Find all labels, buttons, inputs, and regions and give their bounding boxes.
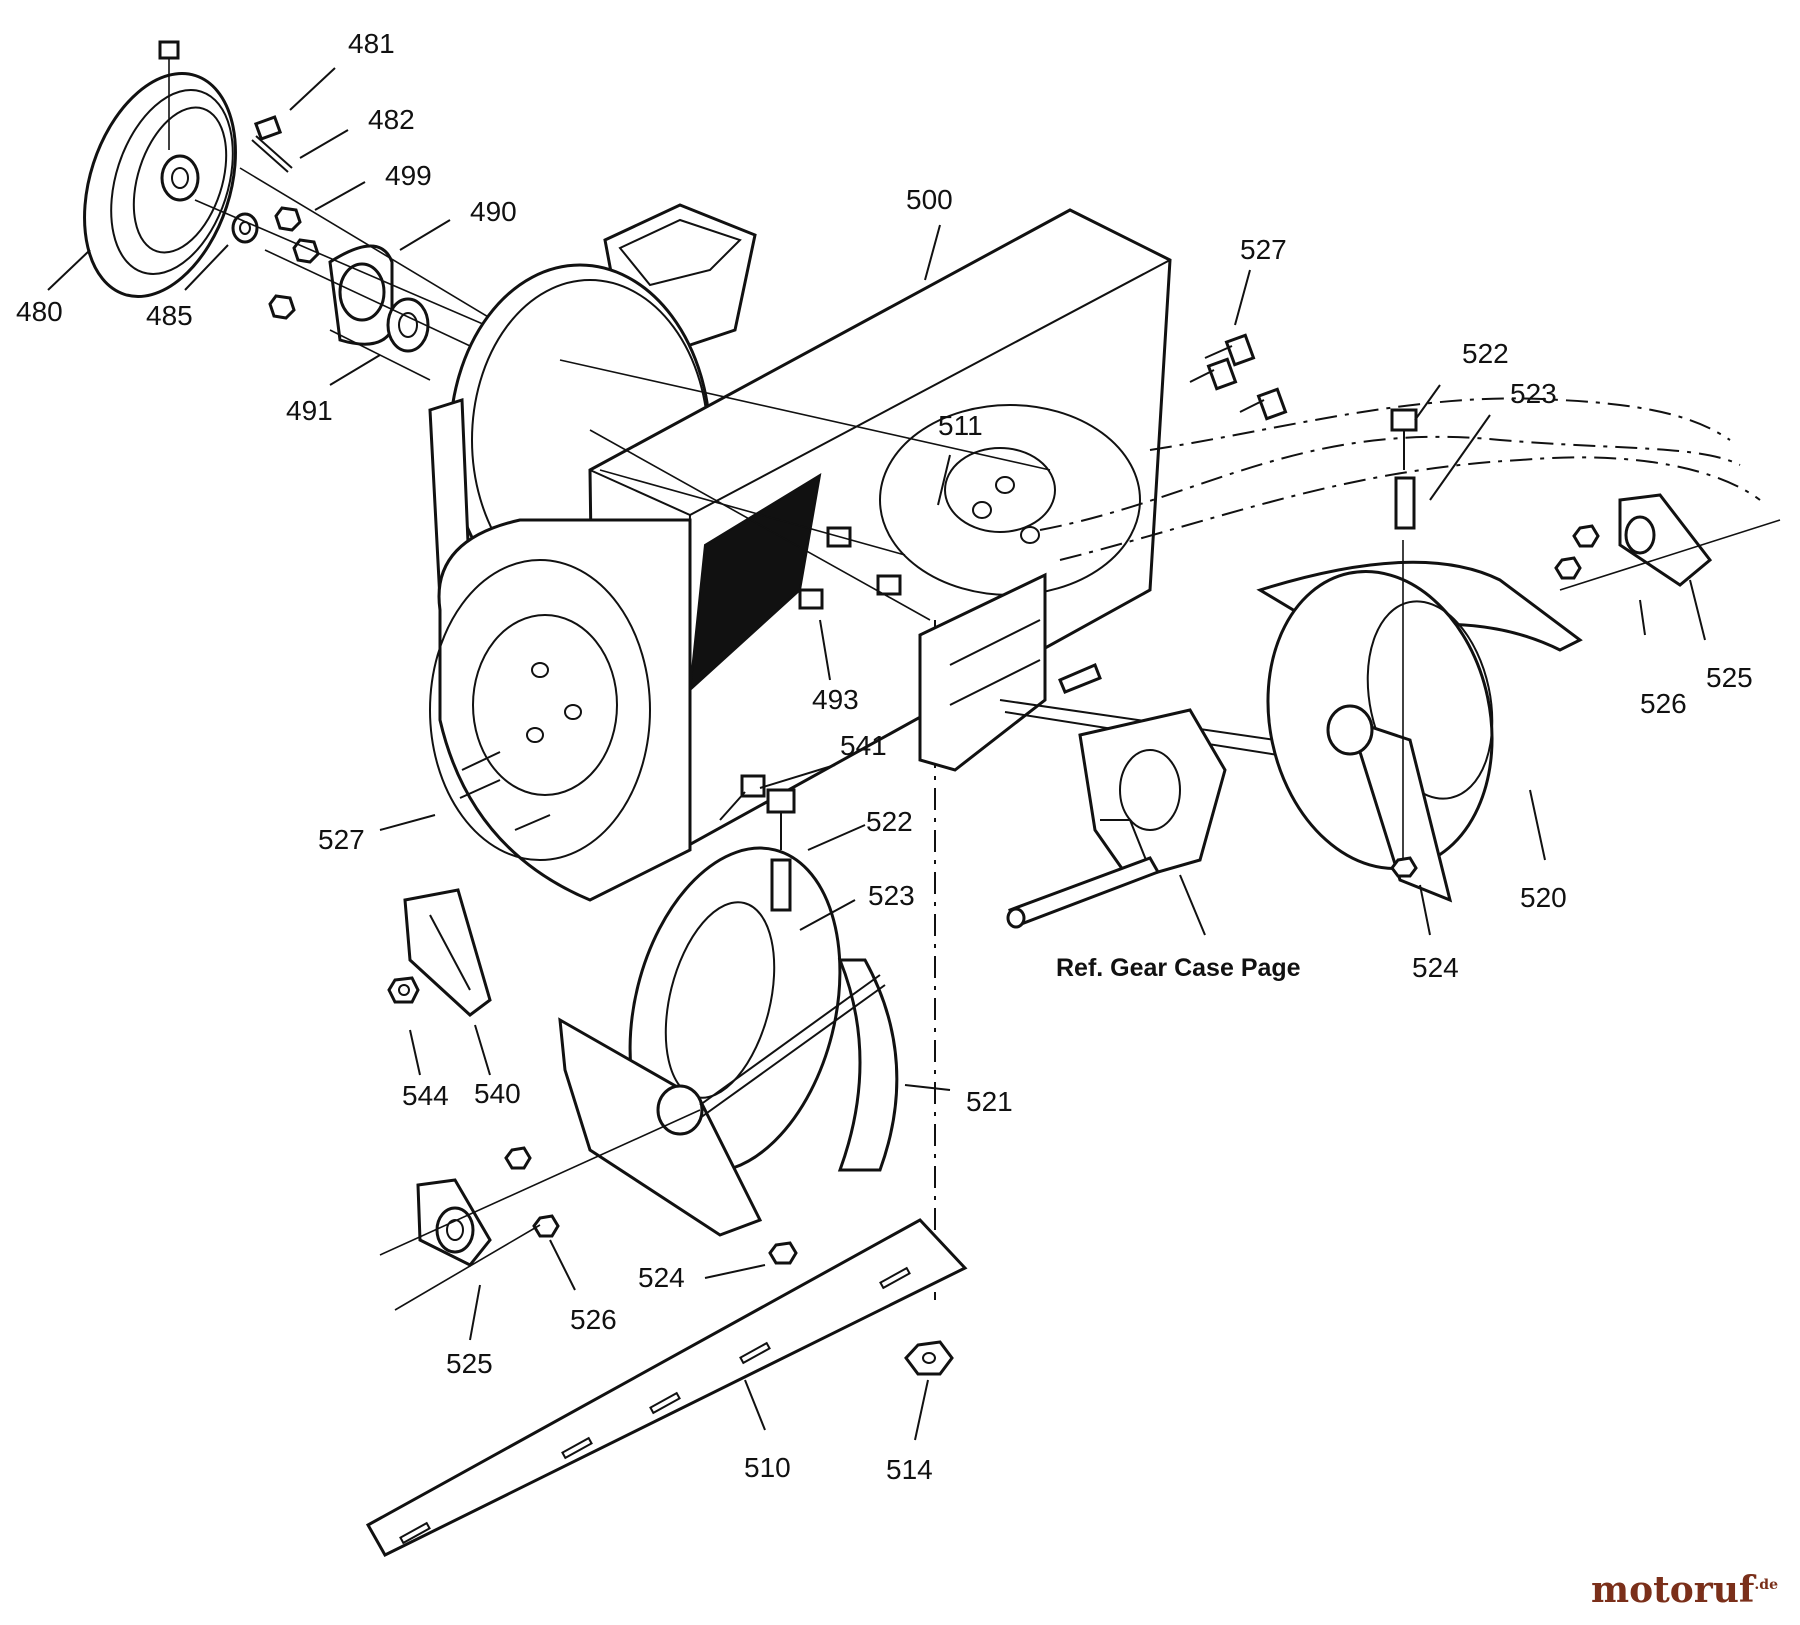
auger-icon xyxy=(1256,408,1583,903)
label-527-top: 527 xyxy=(1240,234,1287,265)
label-521: 521 xyxy=(966,1086,1013,1117)
shave-plate-icon xyxy=(365,1218,968,1557)
bearing-flange-icon xyxy=(379,1109,701,1311)
label-524-left: 524 xyxy=(638,1262,685,1293)
auger-housing-icon xyxy=(428,203,1172,902)
label-522-top: 522 xyxy=(1462,338,1509,369)
label-525-right: 525 xyxy=(1706,662,1753,693)
label-544: 544 xyxy=(402,1080,449,1111)
gear-case-reference-note: Ref. Gear Case Page xyxy=(1056,954,1301,982)
label-493: 493 xyxy=(812,684,859,715)
label-526-left: 526 xyxy=(570,1304,617,1335)
label-511: 511 xyxy=(938,410,983,441)
label-526-right: 526 xyxy=(1640,688,1687,719)
label-514: 514 xyxy=(886,1454,933,1485)
watermark-logo: motoruf.de xyxy=(1591,1569,1778,1611)
label-520: 520 xyxy=(1520,882,1567,913)
label-524-right: 524 xyxy=(1412,952,1459,983)
label-485: 485 xyxy=(146,300,193,331)
label-523-mid: 523 xyxy=(868,880,915,911)
label-540: 540 xyxy=(474,1078,521,1109)
label-490: 490 xyxy=(470,196,517,227)
label-500: 500 xyxy=(906,184,953,215)
label-527-left: 527 xyxy=(318,824,365,855)
bearing-flange-icon xyxy=(1554,493,1781,591)
label-499: 499 xyxy=(385,160,432,191)
label-510: 510 xyxy=(744,1452,791,1483)
bolt-icon xyxy=(158,40,293,173)
label-522-mid: 522 xyxy=(866,806,913,837)
label-480: 480 xyxy=(16,296,63,327)
pulley-icon xyxy=(83,72,237,298)
bearing-flange-icon xyxy=(328,244,430,353)
label-482: 482 xyxy=(368,104,415,135)
label-491: 491 xyxy=(286,395,333,426)
bolt-icon xyxy=(459,333,1288,831)
nut-icon xyxy=(904,1340,954,1376)
watermark-text: motoruf xyxy=(1591,1569,1755,1611)
label-481: 481 xyxy=(348,28,395,59)
watermark-suffix: .de xyxy=(1754,1577,1778,1593)
skid-shoe-icon xyxy=(387,888,492,1017)
label-541: 541 xyxy=(840,730,887,761)
label-525-left: 525 xyxy=(446,1348,493,1379)
gear-case-icon xyxy=(999,699,1311,929)
label-523-top: 523 xyxy=(1510,378,1557,409)
shave-plate-icon xyxy=(918,572,1102,772)
nut-icon xyxy=(231,206,320,320)
leader-lines xyxy=(47,67,1706,1441)
